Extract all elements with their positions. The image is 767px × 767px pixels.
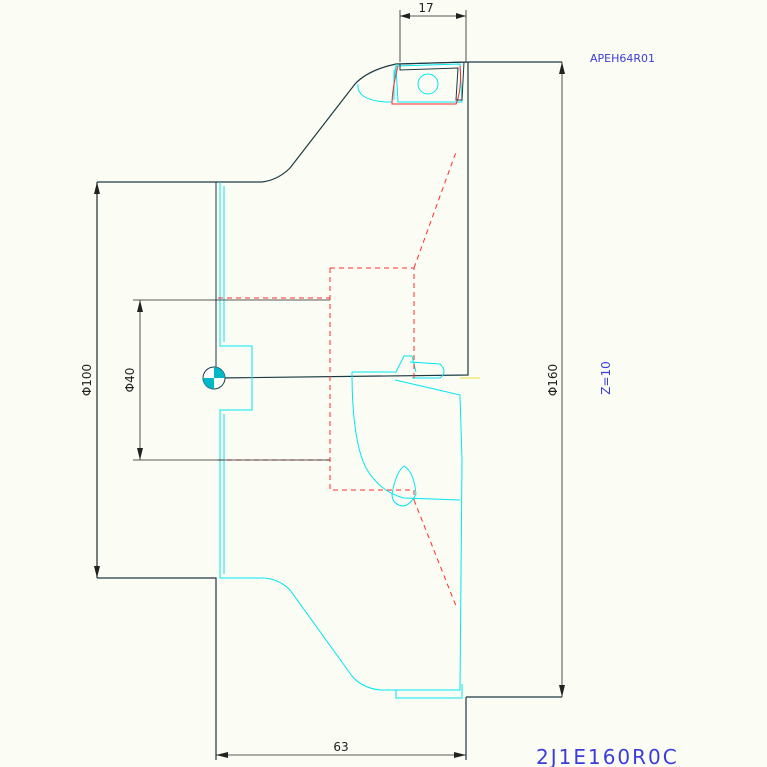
dim-cutter-diameter: Φ160 [546,364,560,396]
dim-hub-diameter: Φ100 [80,364,94,396]
dimension-arrows [94,13,565,758]
teeth-count-label: Z=10 [599,361,613,395]
dimension-lines [96,10,563,756]
dim-cutter-height: 63 [333,740,348,754]
insert-code-label: APEH64R01 [590,52,655,65]
dim-bore-diameter: Φ40 [123,368,137,393]
center-mark-icon [202,366,226,390]
insert-screw-circle [417,73,439,95]
part-number-label: 2J1E160R0C [536,745,679,767]
dim-insert-width: 17 [418,1,433,15]
insert-dark-outline [399,61,465,101]
insert-profile [219,63,463,699]
insert-red-outline [391,65,461,105]
